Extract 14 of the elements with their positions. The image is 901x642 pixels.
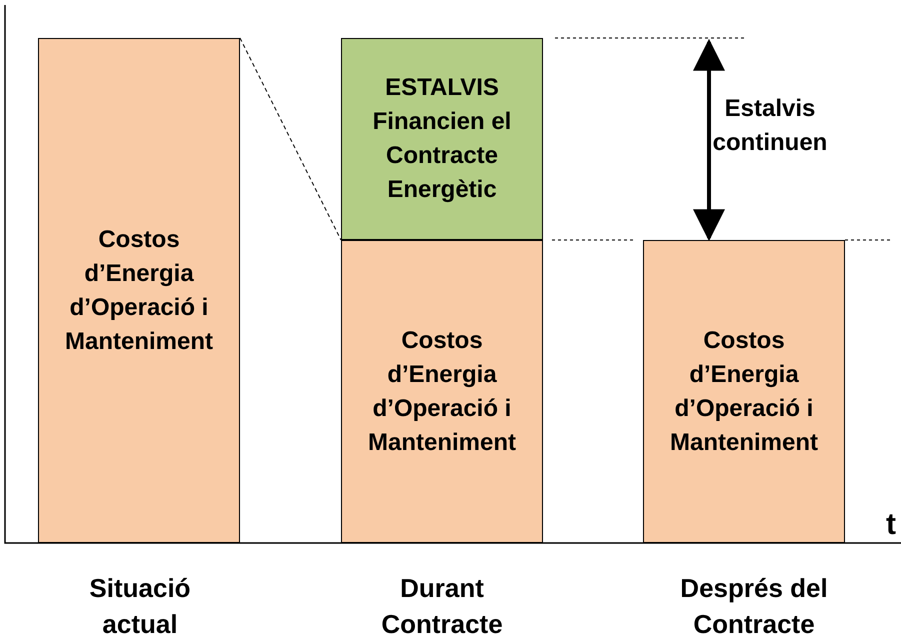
cost-bar (38, 38, 240, 543)
period-label: Situació actual (88, 572, 192, 641)
bar-label: Costos d’Energia d’Operació i Manteniment (669, 326, 819, 458)
axis-label: t (885, 507, 897, 543)
cost-bar (341, 240, 543, 543)
period-label: Després del Contracte (679, 572, 829, 641)
annotation-text: Estalvis continuen (712, 94, 828, 158)
period-label: Durant Contracte (380, 572, 504, 641)
connector-line (240, 38, 342, 240)
bar-label: ESTALVIS Financien el Contracte Energètic (372, 73, 512, 205)
bar-label: Costos d’Energia d’Operació i Manteniment (367, 326, 517, 458)
bar-label: Costos d’Energia d’Operació i Manteniment (64, 224, 214, 356)
savings-bar (341, 38, 543, 240)
cost-bar (643, 240, 845, 543)
